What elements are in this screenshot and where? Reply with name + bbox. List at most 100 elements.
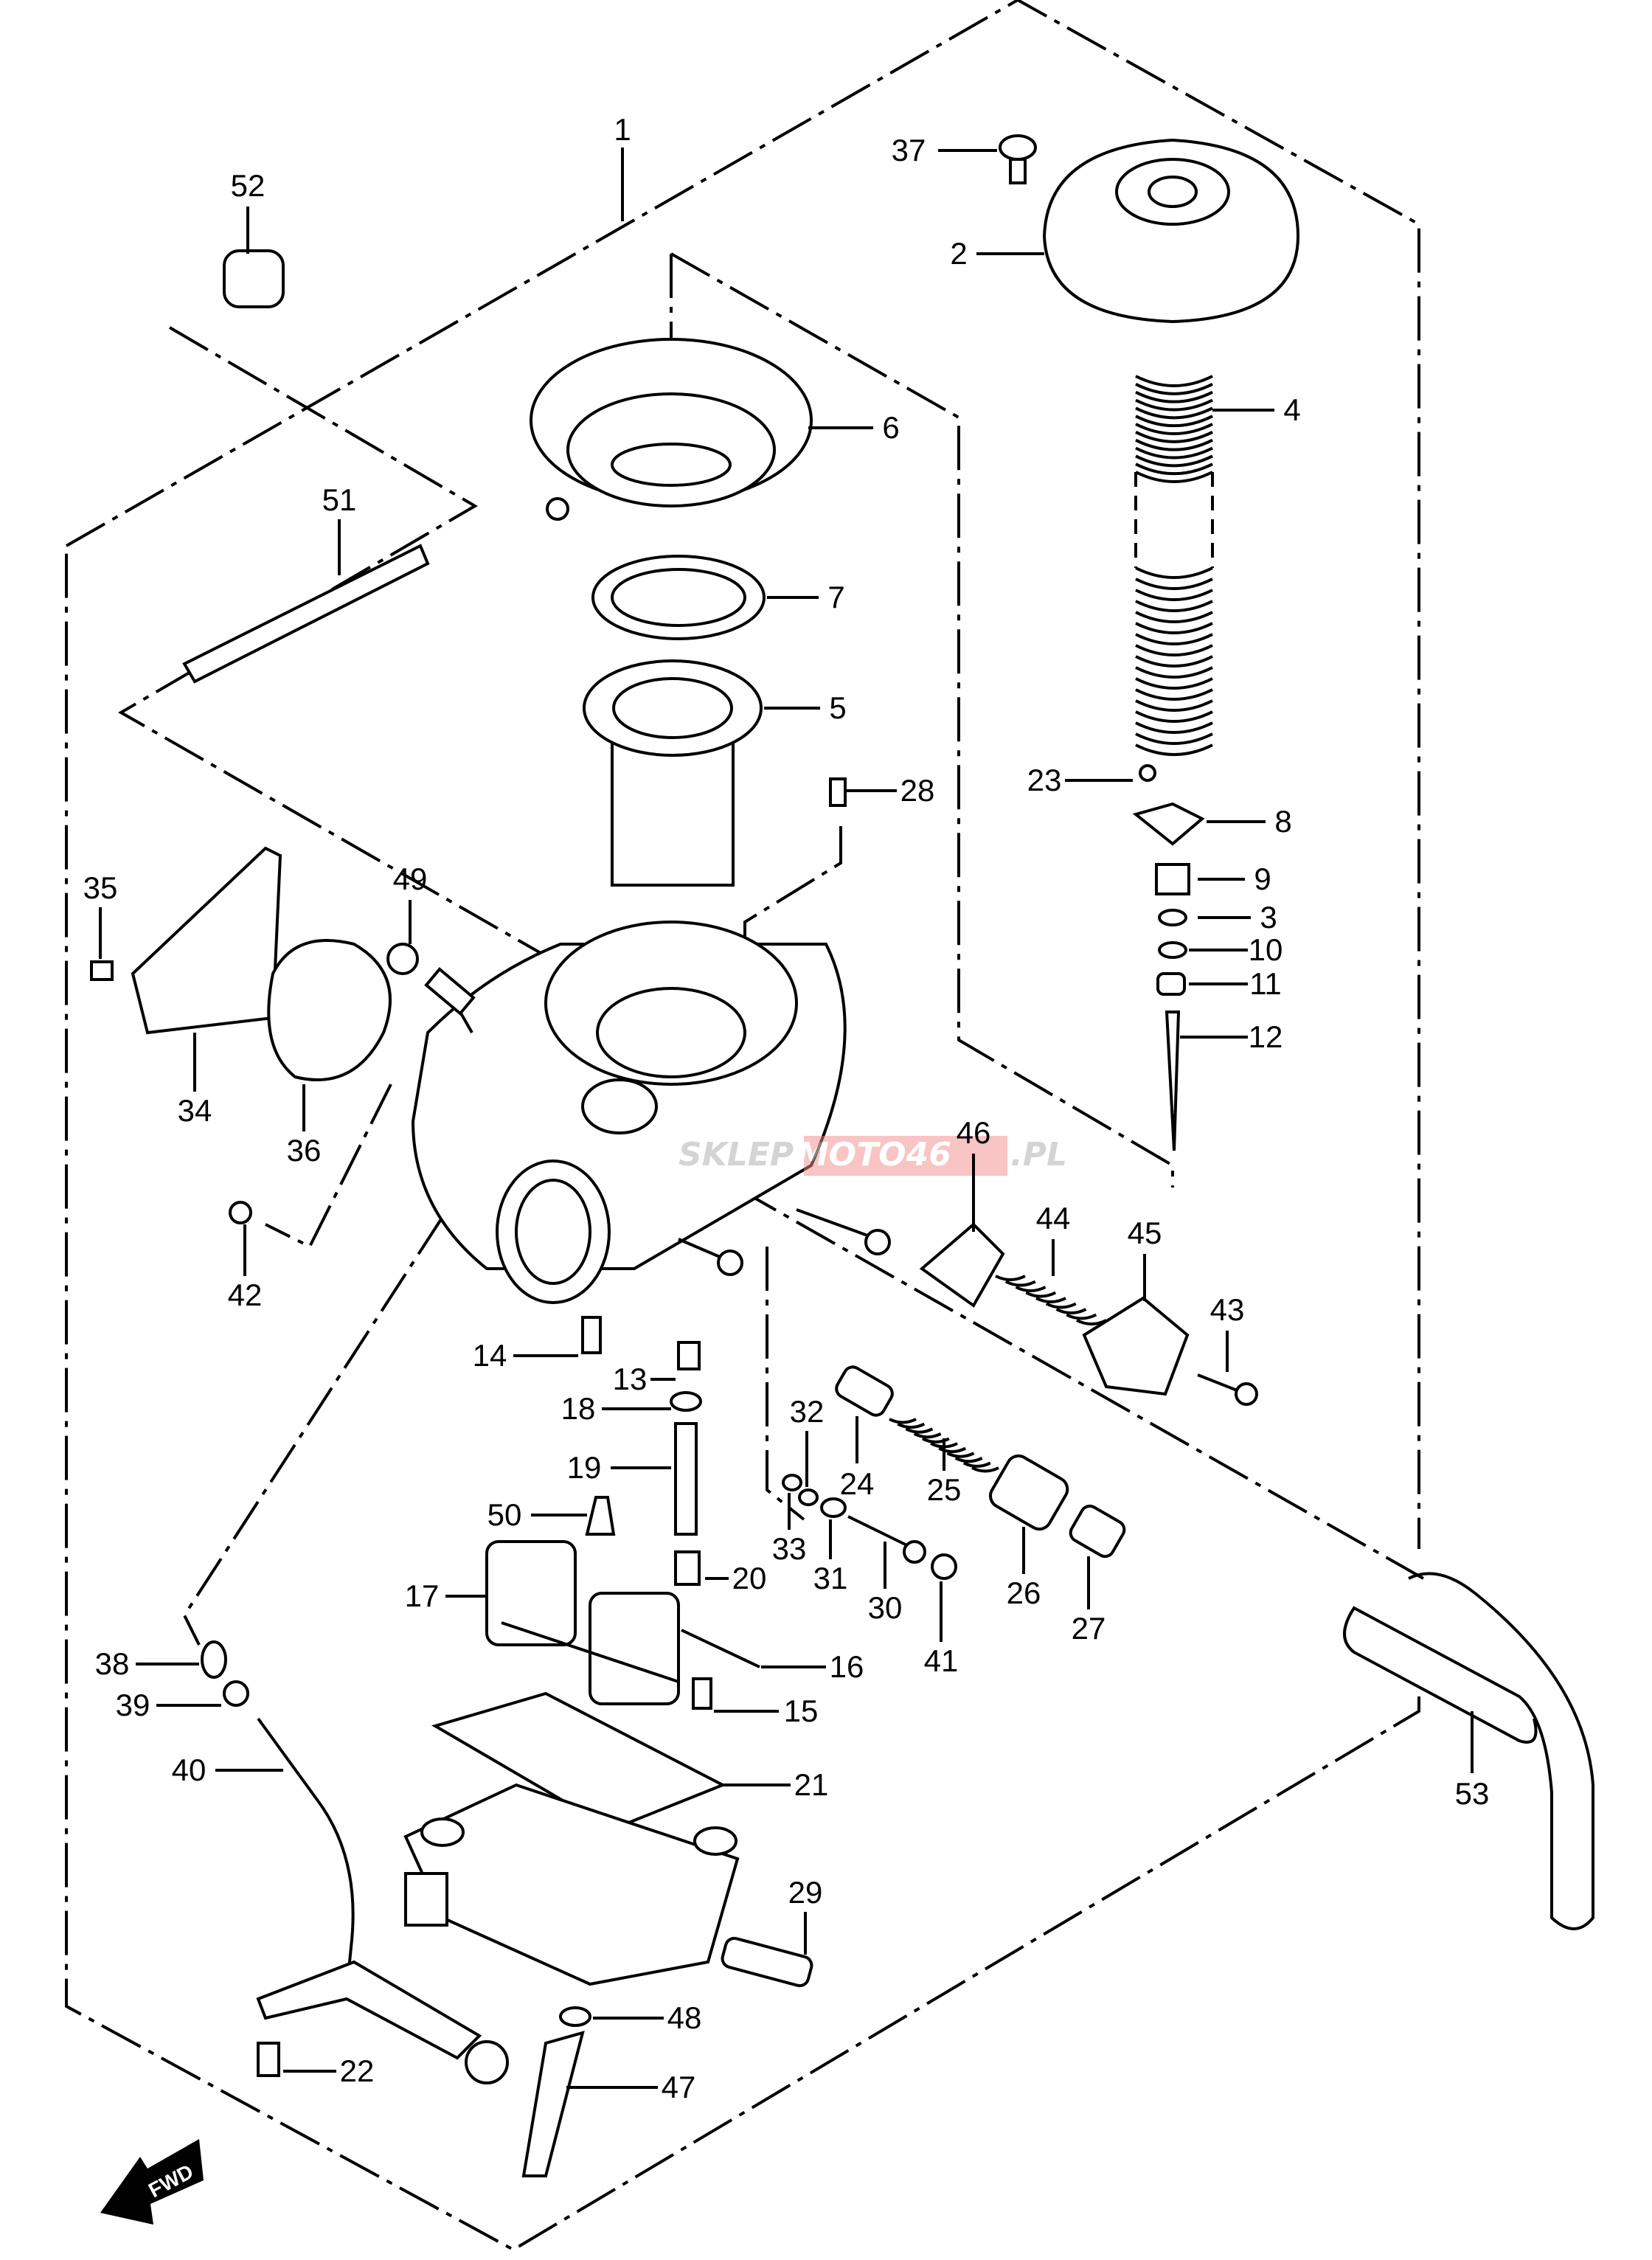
part-number-label: 35 (83, 870, 118, 905)
part-number-label: 7 (827, 580, 844, 614)
part-number-label: 13 (613, 1362, 648, 1396)
callout-8: 8 (1207, 804, 1292, 839)
screw-35 (90, 960, 114, 981)
part-number-label: 28 (900, 773, 935, 808)
callout-6: 6 (808, 410, 900, 445)
part-number-label: 27 (1072, 1611, 1106, 1646)
callout-47: 47 (566, 2070, 695, 2104)
gasket-34 (131, 846, 282, 1035)
callout-15: 15 (714, 1694, 818, 1728)
callout-1: 1 (614, 112, 631, 221)
jet-20 (674, 1550, 701, 1586)
part-number-label: 14 (473, 1338, 507, 1373)
callout-2: 2 (950, 236, 1044, 271)
callout-26: 26 (1007, 1527, 1041, 1610)
cover-45 (1082, 1296, 1190, 1396)
part-number-label: 2 (950, 236, 967, 271)
callout-45: 45 (1128, 1216, 1162, 1301)
callout-36: 36 (287, 1084, 321, 1168)
part-number-label: 24 (840, 1466, 875, 1501)
washer-32 (798, 1488, 819, 1506)
callout-12: 12 (1180, 1019, 1283, 1054)
needle-group-line (670, 252, 1174, 1188)
washer-39 (223, 1680, 249, 1707)
screw-29 (721, 1936, 813, 1988)
assembly-boundary (66, 0, 1420, 1549)
part-number-label: 37 (892, 133, 926, 167)
part-number-label: 53 (1455, 1776, 1490, 1811)
clip-42 (229, 1201, 252, 1224)
fwd-arrow-icon: FWD (100, 2139, 204, 2225)
pin-16 (681, 1629, 760, 1668)
bracket (256, 1960, 482, 2060)
callout-18: 18 (561, 1391, 671, 1426)
cap-41 (931, 1553, 957, 1580)
diaphragm-6 (530, 338, 813, 521)
part-number-label: 34 (178, 1093, 212, 1128)
callout-33: 33 (772, 1493, 807, 1566)
callout-34: 34 (178, 1033, 212, 1128)
callout-7: 7 (767, 580, 845, 614)
part-number-label: 43 (1210, 1292, 1245, 1327)
part-number-label: 52 (231, 168, 266, 203)
part-number-label: 16 (830, 1649, 864, 1684)
jet-13 (677, 1341, 701, 1370)
part-number-label: 41 (924, 1643, 959, 1678)
part-number-label: 29 (788, 1875, 823, 1910)
callout-17: 17 (405, 1578, 487, 1613)
part-number-label: 26 (1007, 1576, 1041, 1610)
watermark-logo: SKLEP MOTO46 .PL (678, 1136, 1067, 1176)
plunger-24 (835, 1365, 894, 1417)
callout-35: 35 (83, 870, 118, 959)
callout-9: 9 (1198, 862, 1271, 896)
part-number-label: 6 (882, 410, 899, 445)
part-number-label: 19 (567, 1450, 602, 1485)
callout-19: 19 (567, 1450, 671, 1485)
callout-43: 43 (1210, 1292, 1245, 1372)
screw-15 (692, 1677, 712, 1710)
hose-51 (182, 544, 430, 684)
clip-line (265, 1084, 392, 1249)
callout-10: 10 (1189, 932, 1283, 967)
part-number-label: 48 (667, 2000, 702, 2035)
callout-42: 42 (228, 1224, 262, 1312)
part-number-label: 47 (662, 2070, 696, 2104)
vent-hose-line (118, 326, 546, 957)
svg-text:MOTO46: MOTO46 (796, 1136, 951, 1174)
spring-38 (201, 1640, 227, 1679)
svg-text:SKLEP: SKLEP (678, 1136, 794, 1174)
part-number-label: 45 (1128, 1216, 1162, 1250)
part-number-label: 51 (322, 482, 357, 517)
callout-40: 40 (172, 1753, 283, 1787)
cable-40 (257, 1717, 355, 1978)
callout-29: 29 (788, 1875, 823, 1955)
callout-27: 27 (1072, 1556, 1106, 1646)
callout-41: 41 (924, 1581, 959, 1678)
callout-52: 52 (231, 168, 266, 254)
part-number-label: 44 (1036, 1201, 1071, 1235)
nut-49 (386, 943, 419, 975)
callout-32: 32 (790, 1394, 824, 1487)
cap-27 (1069, 1504, 1126, 1559)
top-cap (1042, 138, 1300, 324)
clamp-52 (223, 249, 285, 308)
part-number-label: 33 (772, 1531, 807, 1566)
valve-50 (585, 1496, 616, 1536)
spring-25 (889, 1418, 999, 1473)
callout-20: 20 (705, 1561, 766, 1595)
part-number-label: 15 (784, 1694, 819, 1728)
part-number-label: 50 (487, 1497, 522, 1532)
callout-16: 16 (761, 1649, 864, 1684)
callout-3: 3 (1198, 900, 1277, 935)
callout-49: 49 (393, 862, 427, 944)
screw-37 (999, 134, 1037, 184)
carburetor-body (411, 921, 891, 1304)
callout-51: 51 (322, 482, 357, 575)
callout-11: 11 (1189, 966, 1282, 1001)
needle-jet-19 (674, 1422, 698, 1536)
callout-23: 23 (1027, 763, 1133, 797)
float-17 (485, 1540, 680, 1705)
part-number-label: 20 (732, 1561, 767, 1595)
